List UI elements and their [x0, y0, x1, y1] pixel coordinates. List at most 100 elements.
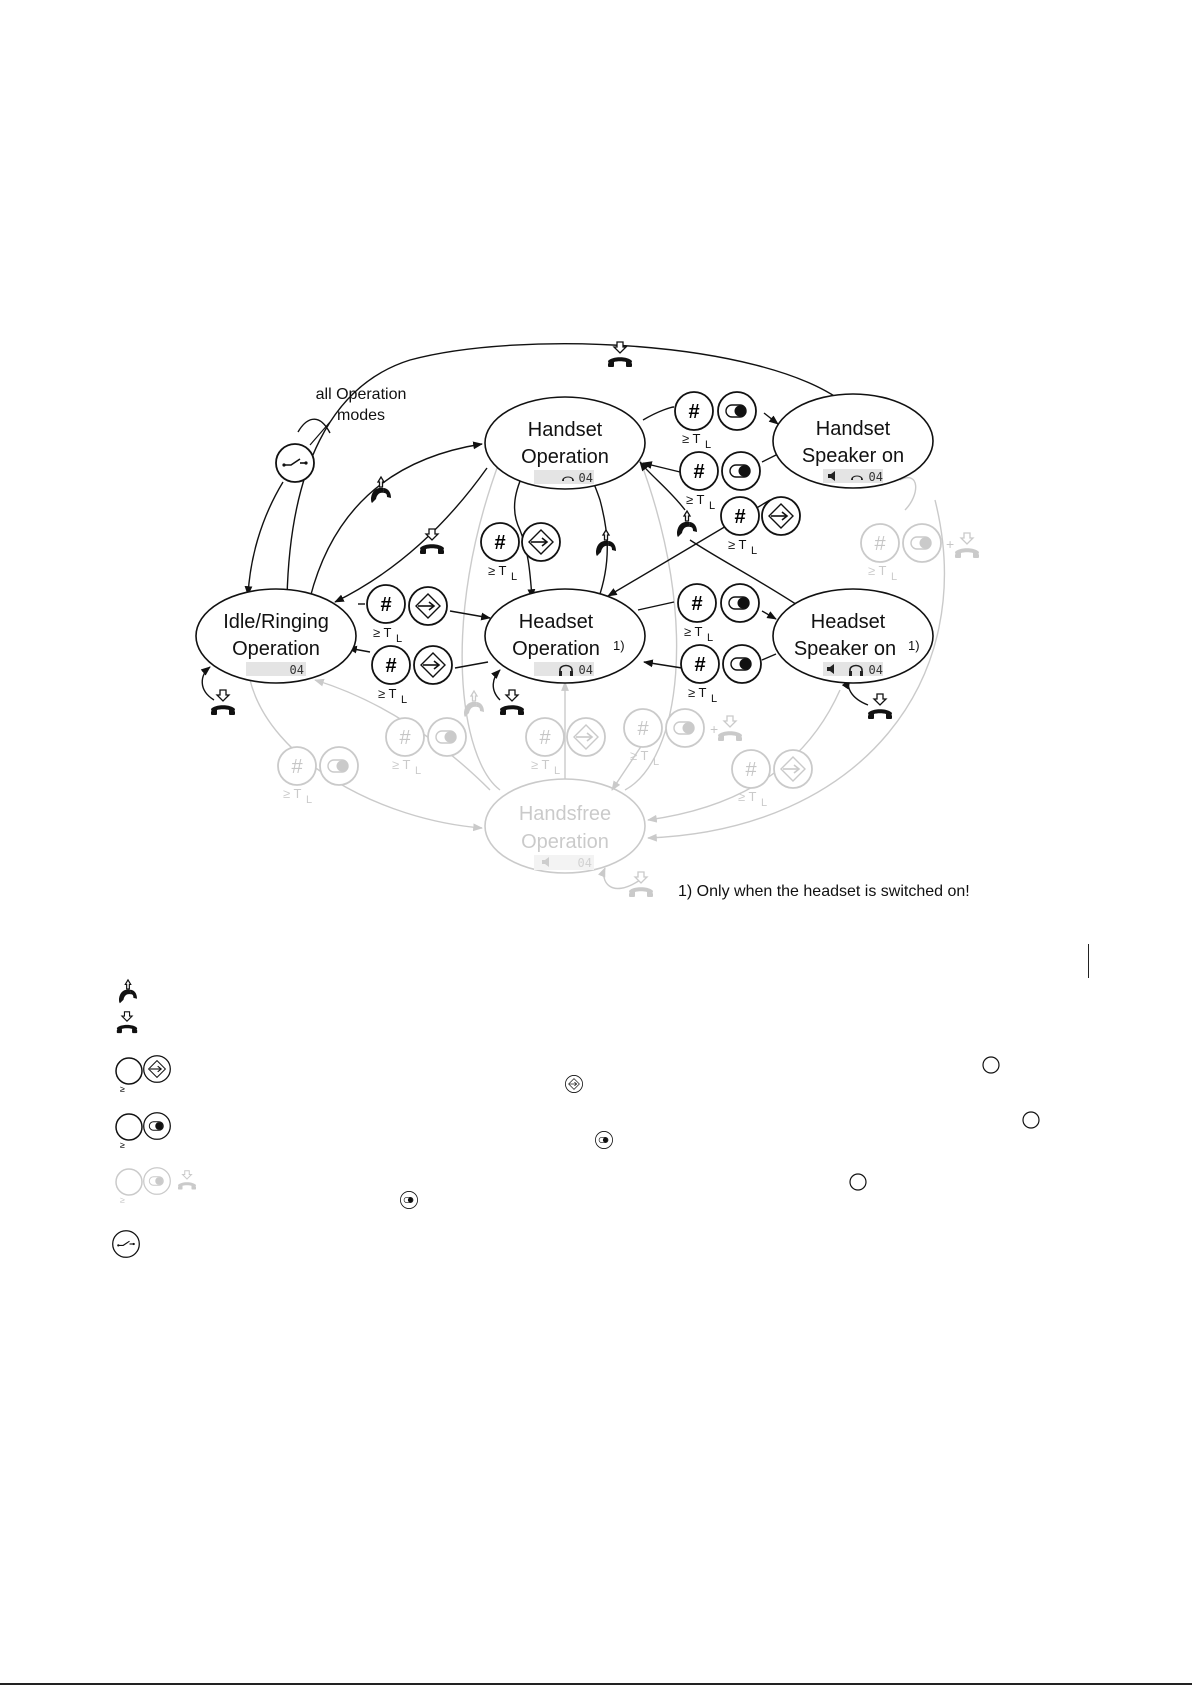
timing-sub: L — [705, 439, 711, 451]
timing-sub: L — [401, 694, 407, 706]
key-group-idle-to-headset: # ≥ T L — [366, 584, 448, 645]
faded-key-group-6: # + ≥ T L — [860, 523, 980, 583]
timing-label: ≥ T — [283, 786, 302, 801]
timing-sub: L — [511, 571, 517, 583]
hash-key: # — [494, 532, 505, 554]
headset-line1: Headset — [519, 611, 594, 633]
idle-lcd: 04 — [290, 663, 304, 677]
lift-icon-headset-handset — [595, 529, 617, 557]
footnote: 1) Only when the headset is switched on! — [678, 883, 970, 900]
faded-key-group-4: # + ≥ T L — [623, 708, 743, 768]
node-handsfree: Handsfree Operation 04 — [484, 778, 646, 874]
node-idle-ringing: Idle/Ringing Operation 04 — [195, 588, 357, 684]
timing-label: ≥ T — [630, 748, 649, 763]
headset-speaker-line1: Headset — [811, 611, 886, 633]
handset-speaker-line2: Speaker on — [802, 445, 904, 467]
hash-key: # — [291, 756, 303, 778]
hangup-icon-idle-loop — [210, 689, 236, 716]
key-group-speaker-to-headset-2: # ≥ T L — [680, 644, 762, 705]
timing-sub: L — [554, 765, 560, 777]
timing-sub: L — [396, 633, 402, 645]
handset-lcd: 04 — [579, 471, 593, 485]
hash-key: # — [688, 401, 699, 423]
hash-key: # — [399, 727, 411, 749]
legend-timing: ≥ — [120, 1140, 125, 1150]
hash-key: # — [734, 506, 745, 528]
headset-note: 1) — [613, 638, 625, 653]
handsfree-line1: Handsfree — [519, 803, 611, 825]
legend-hash-toggle: ≥ — [115, 1111, 1040, 1150]
timing-sub: L — [709, 500, 715, 512]
legend-timing: ≥ — [120, 1084, 125, 1094]
page-bottom-rule — [0, 1683, 1192, 1685]
faded-lift-icon — [463, 690, 485, 718]
timing-sub: L — [653, 756, 659, 768]
headset-lcd: 04 — [579, 663, 593, 677]
faded-key-group-1: # ≥ T L — [277, 746, 359, 806]
handset-line2: Operation — [521, 446, 609, 468]
headset-speaker-lcd: 04 — [869, 663, 883, 677]
handsfree-layer: Handsfree Operation 04 # ≥ T L # ≥ — [249, 459, 980, 898]
handset-hangup-icon — [116, 1011, 138, 1034]
timing-sub: L — [707, 632, 713, 644]
handsfree-lcd: 04 — [578, 856, 592, 870]
key-groups: # ≥ T L # ≥ T L # ≥ T L # ≥ T L — [366, 391, 801, 706]
timing-label: ≥ T — [684, 624, 703, 639]
timing-label: ≥ T — [688, 685, 707, 700]
hash-key: # — [874, 533, 886, 555]
node-headset: Headset Operation 1) 04 — [484, 588, 646, 684]
hash-key: # — [539, 727, 551, 749]
key-group-speaker-to-headset: # ≥ T L — [720, 496, 801, 557]
node-headset-speaker: Headset Speaker on 1) 04 — [772, 588, 934, 684]
timing-sub: L — [891, 571, 897, 583]
headset-speaker-note: 1) — [908, 638, 920, 653]
key-group-handset-to-speaker: # ≥ T L — [674, 391, 757, 451]
handset-speaker-lcd: 04 — [869, 470, 883, 484]
headset-speaker-line2: Speaker on — [794, 638, 896, 660]
lift-icon-speaker-handset — [676, 510, 698, 538]
timing-label: ≥ T — [392, 757, 411, 772]
timing-sub: L — [751, 545, 757, 557]
all-modes-line2: modes — [337, 407, 385, 424]
hangup-icon-headset-speaker-loop — [867, 693, 893, 720]
hangup-icon-headset-loop — [499, 689, 525, 716]
handset-speaker-line1: Handset — [816, 418, 891, 440]
key-group-headset-to-idle: # ≥ T L — [371, 645, 453, 706]
timing-label: ≥ T — [682, 431, 701, 446]
legend: ≥ ≥ ≥ — [112, 979, 1040, 1258]
hash-key: # — [693, 461, 704, 483]
hash-key: # — [694, 654, 705, 676]
key-group-speaker-to-handset: # ≥ T L — [679, 451, 761, 512]
timing-sub: L — [415, 765, 421, 777]
plus-sign: + — [946, 536, 954, 552]
handset-line1: Handset — [528, 419, 603, 441]
key-group-handset-to-headset: # ≥ T L — [480, 522, 561, 583]
faded-key-group-2: # ≥ T L — [385, 717, 467, 777]
timing-label: ≥ T — [488, 563, 507, 578]
faded-key-group-3: # ≥ T L — [525, 717, 606, 777]
hash-key: # — [637, 718, 649, 740]
handset-lift-icon — [118, 979, 138, 1004]
timing-label: ≥ T — [868, 563, 887, 578]
hook-switch-icon — [275, 443, 315, 483]
headset-line2: Operation — [512, 638, 600, 660]
legend-timing: ≥ — [120, 1195, 125, 1205]
timing-sub: L — [761, 797, 767, 809]
idle-line1: Idle/Ringing — [223, 611, 329, 633]
node-handset: Handset Operation 04 — [484, 396, 646, 490]
change-bar — [1088, 944, 1089, 978]
timing-label: ≥ T — [686, 492, 705, 507]
timing-label: ≥ T — [373, 625, 392, 640]
node-handset-speaker: Handset Speaker on 04 — [772, 393, 934, 489]
legend-hash-menu: ≥ — [115, 1055, 1000, 1094]
idle-line2: Operation — [232, 638, 320, 660]
key-group-headset-to-speaker: # ≥ T L — [677, 583, 760, 644]
handsfree-line2: Operation — [521, 831, 609, 853]
hash-key: # — [385, 655, 396, 677]
hash-key: # — [380, 594, 391, 616]
hook-switch-legend-icon — [112, 1230, 140, 1258]
hash-key: # — [691, 593, 702, 615]
all-modes-line1: all Operation — [316, 386, 407, 403]
timing-label: ≥ T — [738, 789, 757, 804]
